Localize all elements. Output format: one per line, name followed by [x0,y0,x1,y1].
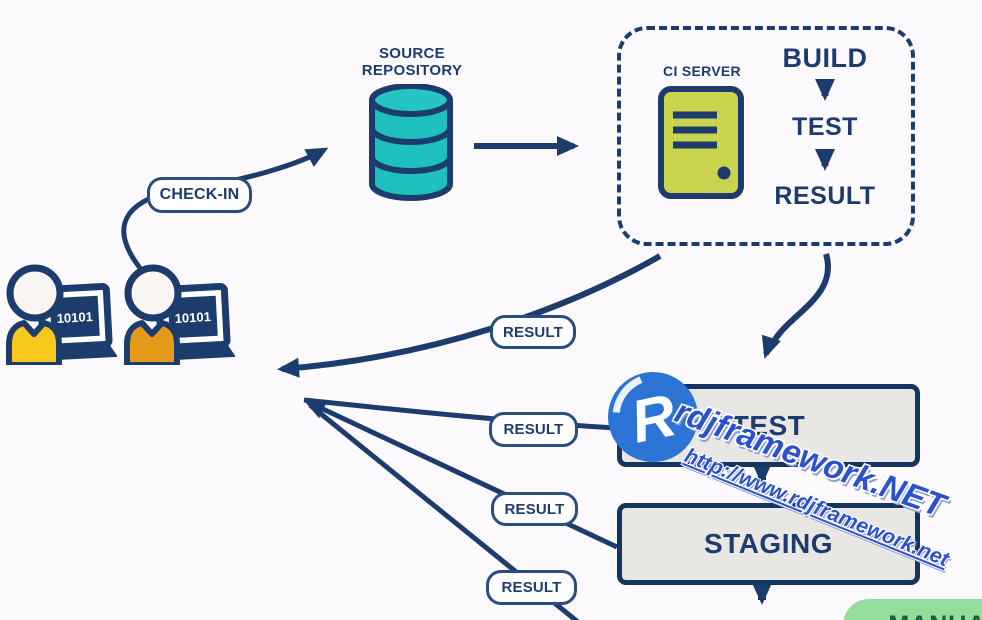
developer-icon-1: 10101 [6,264,117,365]
staging-stage-label: STAGING [704,528,833,559]
arrow-ci-to-test-box [761,253,831,359]
staging-stage-box: STAGING [617,503,920,585]
arrow-ci-to-developers [277,253,662,378]
watermark-logo-icon: R [608,372,698,462]
test-stage-label: TEST [731,409,806,441]
result-pill-3: RESULT [491,492,578,526]
laptop-screen-code: 10101 [174,309,211,326]
laptop-screen-code: 10101 [56,309,93,326]
database-cylinder-icon [369,84,453,201]
build-step-label: BUILD [782,43,868,73]
ci-server-label: CI SERVER [663,63,741,79]
developer-head [6,264,64,322]
ci-server-dashed-container [617,26,915,246]
developer-icon-2: 10101 [124,264,235,365]
test-step-label: TEST [792,113,858,141]
developer-shirt [6,320,62,365]
result-pill-4: RESULT [486,570,577,605]
result-step-label: RESULT [774,182,876,210]
source-repository-label: SOURCE REPOSITORY [342,45,482,79]
result-pill-2: RESULT [489,412,578,447]
result-pill-1: RESULT [490,315,576,349]
ci-server-icon [658,86,744,199]
manual-stage-label: MANUAL [888,611,982,620]
developer-head [124,264,182,322]
manual-stage-pill: MANUAL [843,599,982,620]
developer-shirt [124,320,180,365]
check-in-label: CHECK-IN [147,177,252,213]
source-repository-line1: SOURCE [379,45,445,62]
source-repository-line2: REPOSITORY [361,62,463,79]
